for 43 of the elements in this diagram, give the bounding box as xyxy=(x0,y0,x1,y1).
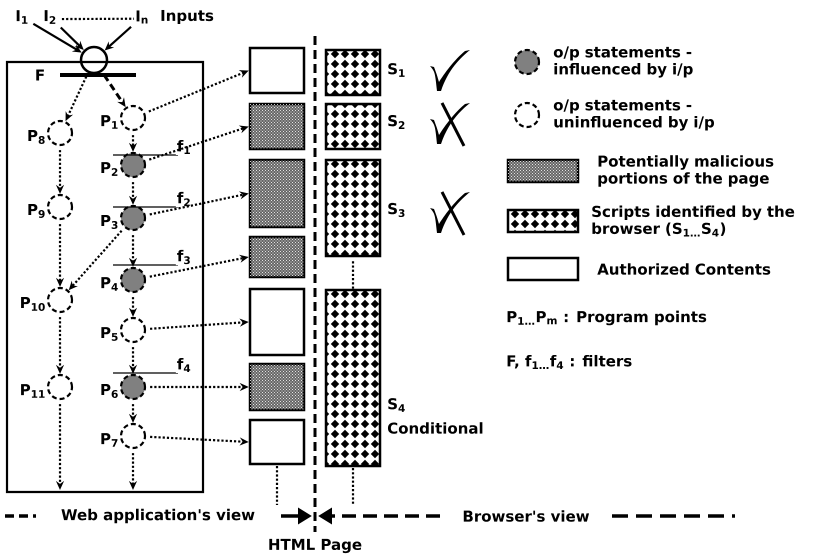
legend-text: Scripts identified by the browser (S$_{1…}$S$_{4}$) xyxy=(592,205,794,237)
filter-label: f$_{3}$ xyxy=(176,248,192,266)
filter-label: f$_{2}$ xyxy=(176,190,192,208)
script-box: S$_{3}$ xyxy=(324,158,404,258)
legend-text: o/p statements - influenced by i/p xyxy=(554,46,693,78)
input-label: I$_{n}$ xyxy=(136,10,148,24)
node-label: P$_{6}$ xyxy=(101,384,118,398)
input-circle xyxy=(80,46,108,74)
node-label: P$_{3}$ xyxy=(101,215,118,229)
node-label: P$_{9}$ xyxy=(28,204,45,218)
node-label: S$_{3}$ xyxy=(388,202,404,218)
node-label: P$_{2}$ xyxy=(101,162,118,176)
node-label: P$_{8}$ xyxy=(28,130,45,144)
legend-text: o/p statements - uninfluenced by i/p xyxy=(554,99,714,131)
authorized-content-box xyxy=(248,418,306,466)
node-label: P$_{4}$ xyxy=(101,277,118,291)
node-label: P$_{1}$ xyxy=(101,115,118,129)
script-box: S$_{2}$ xyxy=(324,102,404,150)
script-box: S$_{1}$ xyxy=(324,48,405,96)
input-label: I$_{2}$ xyxy=(44,10,56,24)
legend-text: Potentially malicious portions of the page xyxy=(598,155,774,187)
note: P$_{1…}$P$_{m}$ : Program points xyxy=(505,310,708,326)
page-label: HTML Page xyxy=(266,538,364,554)
node-label: Conditional xyxy=(388,422,482,434)
filter-label: F xyxy=(34,68,46,82)
legend-text: Authorized Contents xyxy=(597,263,770,275)
input-label: I$_{1}$ xyxy=(16,10,28,24)
node-label: S$_{2}$ xyxy=(388,115,404,129)
script-box: S$_{4}$ Conditional xyxy=(324,288,482,468)
view-label: Browser's view xyxy=(461,509,591,523)
node-label: P$_{7}$ xyxy=(101,433,118,447)
filter-label: f$_{4}$ xyxy=(176,356,192,374)
view-label: Web application's view xyxy=(60,508,256,524)
node-label: S$_{4}$ xyxy=(388,398,405,412)
note: F, f$_{1…}$f$_{4}$ : filters xyxy=(505,354,634,370)
authorized-content-box xyxy=(248,288,306,356)
node-label: P$_{10}$ xyxy=(21,297,45,311)
authorized-content-box xyxy=(248,46,306,94)
node-label: S$_{1}$ xyxy=(388,63,405,77)
node-label: P$_{11}$ xyxy=(21,384,45,398)
heading: Inputs xyxy=(159,8,215,26)
node-label: P$_{5}$ xyxy=(101,327,118,341)
application-box xyxy=(6,60,204,494)
